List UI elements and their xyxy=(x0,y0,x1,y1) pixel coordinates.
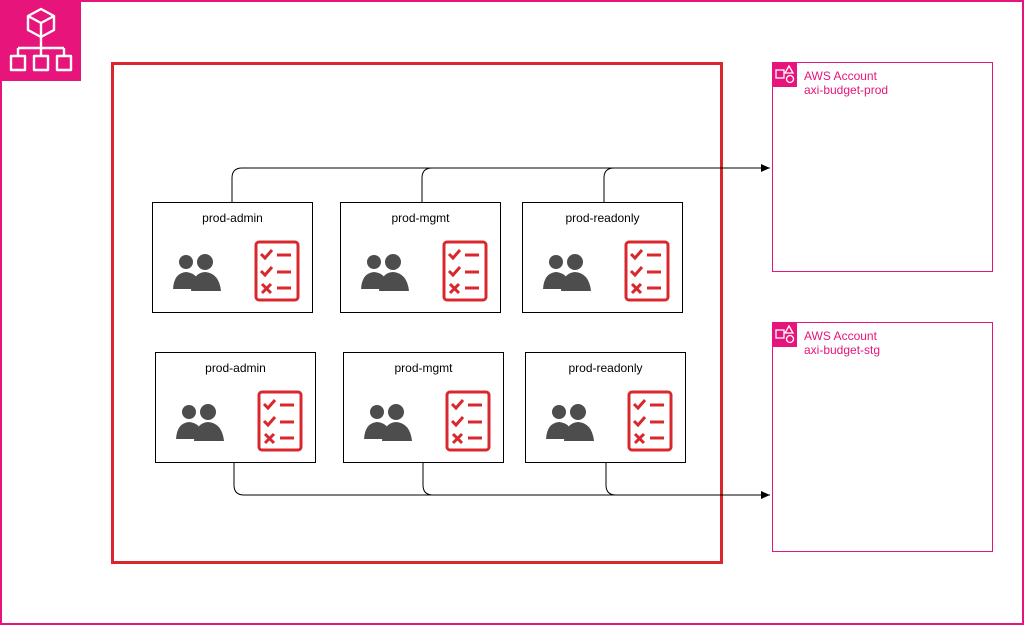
policy-checklist-icon xyxy=(624,240,670,302)
aws-account-icon xyxy=(773,63,797,87)
group-prod-readonly[interactable]: prod-readonly xyxy=(522,202,683,313)
aws-account-icon xyxy=(773,323,797,347)
group-prod-mgmt[interactable]: prod-mgmt xyxy=(340,202,501,313)
group-prod-admin[interactable]: prod-admin xyxy=(152,202,313,313)
connector-prod-mgmt-to-prod-account xyxy=(421,167,433,202)
connector-stg-readonly-to-stg-account xyxy=(605,463,617,496)
users-icon xyxy=(543,254,591,291)
connector-stg-admin-to-stg-account xyxy=(233,463,770,499)
group-title: prod-readonly xyxy=(568,361,643,375)
policy-checklist-icon xyxy=(254,240,300,302)
aws-account-prod[interactable]: AWS Account axi-budget-prod xyxy=(772,62,993,272)
aws-account-stg[interactable]: AWS Account axi-budget-stg xyxy=(772,322,993,552)
connector-stg-mgmt-to-stg-account xyxy=(422,463,434,496)
group-stg-prod-readonly[interactable]: prod-readonly xyxy=(525,352,686,463)
group-stg-prod-admin[interactable]: prod-admin xyxy=(155,352,316,463)
group-title: prod-readonly xyxy=(565,211,640,225)
users-icon xyxy=(361,254,409,291)
account-label: AWS Account axi-budget-stg xyxy=(804,329,880,357)
connector-prod-admin-to-prod-account xyxy=(231,164,770,202)
connector-prod-readonly-to-prod-account xyxy=(603,167,615,202)
policy-checklist-icon xyxy=(627,390,673,452)
users-icon xyxy=(176,404,224,441)
account-type: AWS Account xyxy=(804,69,877,83)
group-title: prod-mgmt xyxy=(391,211,450,225)
group-title: prod-admin xyxy=(205,361,266,375)
account-label: AWS Account axi-budget-prod xyxy=(804,69,888,97)
policy-checklist-icon xyxy=(257,390,303,452)
users-icon xyxy=(173,254,221,291)
group-title: prod-mgmt xyxy=(394,361,453,375)
organizational-unit-boundary xyxy=(111,62,723,564)
policy-checklist-icon xyxy=(445,390,491,452)
account-name: axi-budget-stg xyxy=(804,343,881,357)
users-icon xyxy=(546,404,594,441)
group-title: prod-admin xyxy=(202,211,263,225)
users-icon xyxy=(364,404,412,441)
account-name: axi-budget-prod xyxy=(804,83,889,97)
account-type: AWS Account xyxy=(804,329,877,343)
group-stg-prod-mgmt[interactable]: prod-mgmt xyxy=(343,352,504,463)
policy-checklist-icon xyxy=(442,240,488,302)
organization-icon xyxy=(0,0,81,81)
